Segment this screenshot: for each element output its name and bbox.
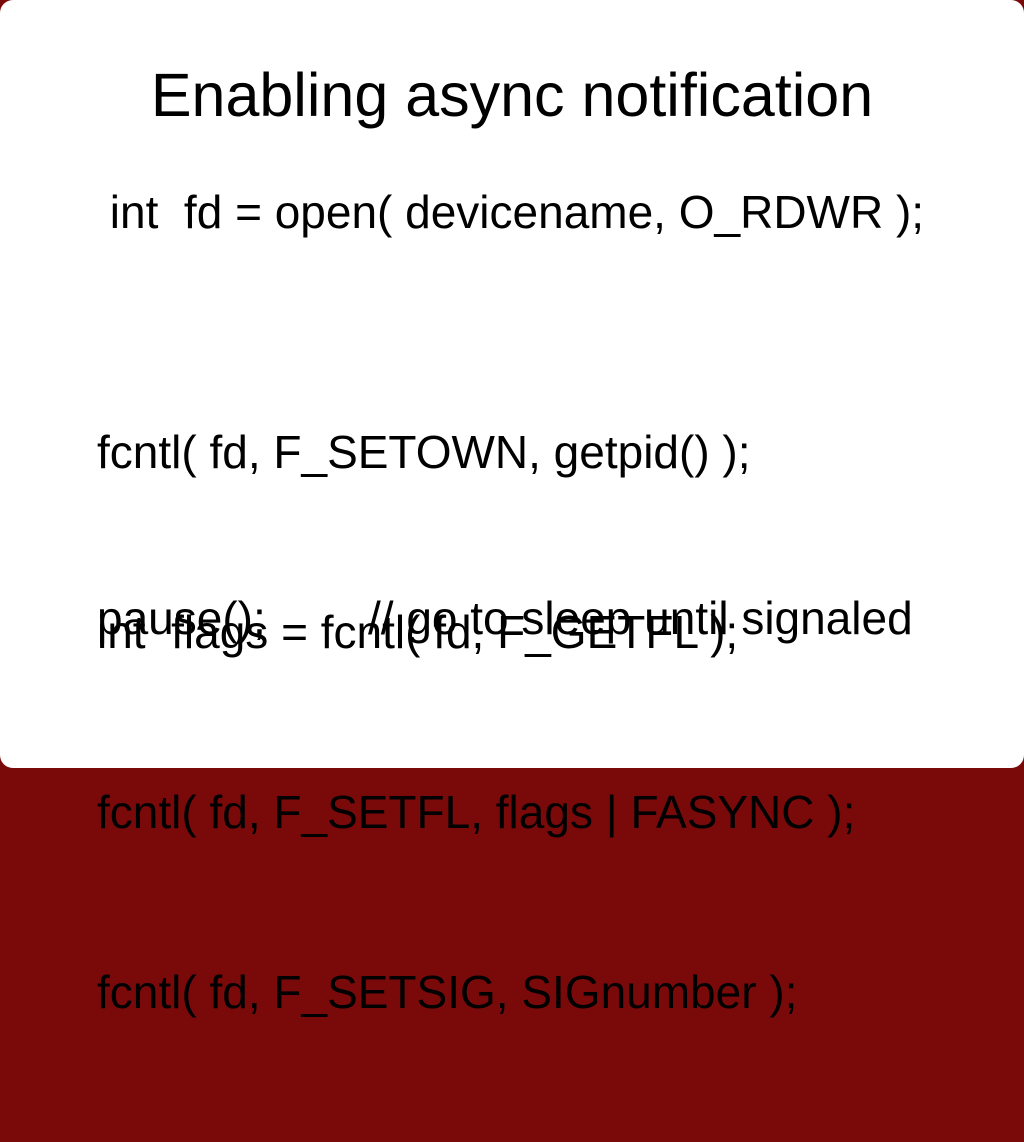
code-line-fcntl-getfl: int flags = fcntl( fd, F_GETFL );	[97, 606, 739, 658]
code-block-fcntl: fcntl( fd, F_SETOWN, getpid() ); int fla…	[97, 302, 855, 1142]
code-line-fcntl-setfl: fcntl( fd, F_SETFL, flags | FASYNC );	[97, 786, 856, 838]
slide-title: Enabling async notification	[150, 61, 874, 129]
code-line-open-device: int fd = open( devicename, O_RDWR );	[97, 186, 925, 238]
code-line-fcntl-setsig: fcntl( fd, F_SETSIG, SIGnumber );	[97, 966, 798, 1018]
code-line-pause: pause(); // go to sleep until signaled	[97, 592, 913, 644]
slide: Enabling async notification int fd = ope…	[0, 0, 1024, 1018]
code-line-fcntl-setown: fcntl( fd, F_SETOWN, getpid() );	[97, 426, 751, 478]
